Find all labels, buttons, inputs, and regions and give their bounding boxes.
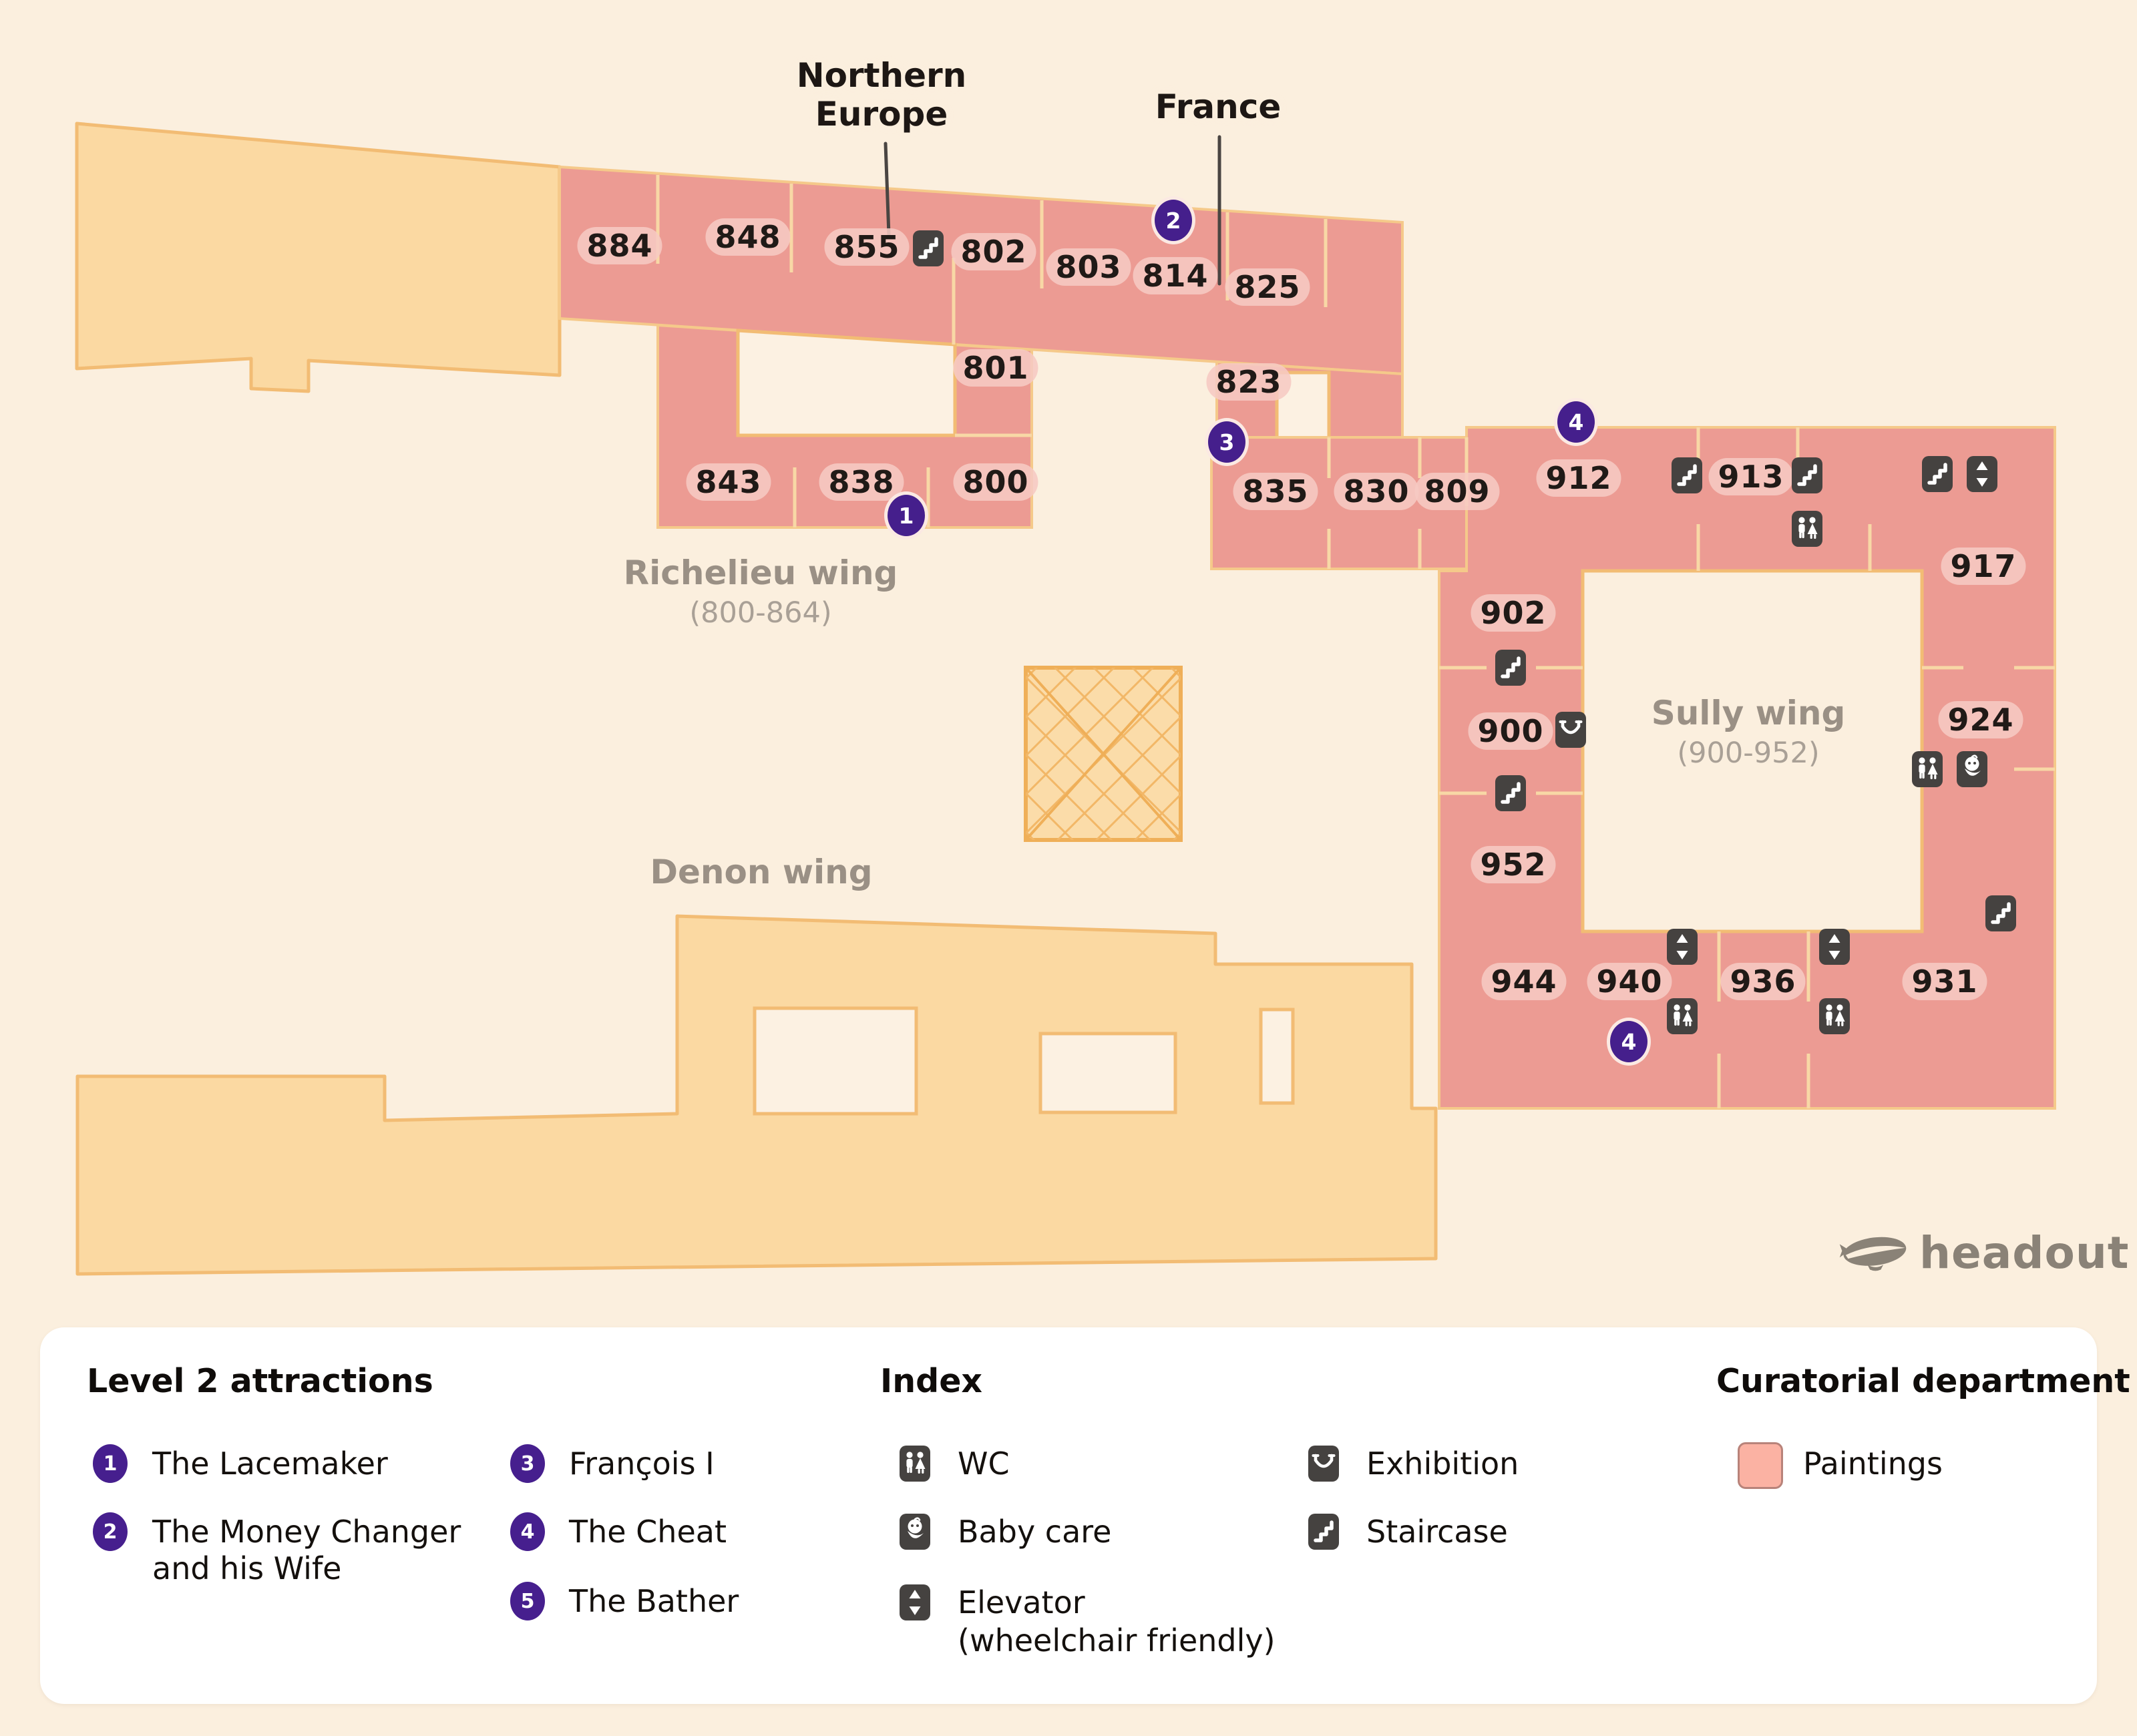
richelieu-wing-label: Richelieu wing (800-864) (624, 554, 898, 630)
elevator-icon (1967, 456, 1997, 492)
exhibition-icon (1308, 1446, 1339, 1482)
staircase-icon (1308, 1514, 1339, 1550)
room-913: 913 (1708, 458, 1794, 495)
room-912: 912 (1536, 459, 1621, 497)
staircase-icon (1792, 457, 1822, 493)
legend-attraction-label: The Cheat (569, 1514, 727, 1550)
elevator-sublabel: (wheelchair friendly) (958, 1622, 1276, 1659)
elevator-icon (1667, 929, 1698, 965)
room-800: 800 (953, 463, 1038, 501)
attraction-marker-4-bottom: 4 (1607, 1018, 1651, 1066)
wc-icon (1667, 998, 1698, 1034)
legend-attraction-label: François I (569, 1446, 715, 1482)
callout-line2: Europe (815, 95, 948, 134)
room-924: 924 (1938, 701, 2023, 738)
room-936: 936 (1720, 963, 1806, 1000)
elevator-label: Elevator (958, 1584, 1085, 1620)
elevator-icon (900, 1584, 930, 1620)
exhibition-icon (1555, 712, 1586, 748)
staircase-icon (1985, 895, 2016, 931)
legend-marker-5: 5 (510, 1582, 545, 1620)
legend-index-label: Staircase (1366, 1514, 1508, 1550)
legend-index-label: Baby care (958, 1514, 1112, 1550)
room-823: 823 (1206, 363, 1292, 401)
room-814: 814 (1133, 257, 1218, 294)
room-900: 900 (1468, 712, 1553, 750)
wc-icon (1792, 511, 1822, 547)
room-855: 855 (824, 228, 910, 266)
attraction-marker-4-top: 4 (1554, 398, 1598, 446)
headout-logo-text: headout (1919, 1227, 2130, 1279)
room-838: 838 (819, 463, 904, 501)
room-809: 809 (1414, 473, 1500, 510)
legend-marker-3: 3 (510, 1444, 545, 1483)
callout-line1: Northern (796, 56, 967, 95)
headout-blimp-icon (1831, 1231, 1910, 1276)
legend-index-label: WC (958, 1446, 1010, 1482)
richelieu-outer-gallery-shape (75, 122, 562, 393)
wc-icon (1819, 998, 1850, 1034)
staircase-icon (1495, 775, 1526, 811)
callout-france: France (1155, 87, 1282, 126)
legend-panel (40, 1327, 2097, 1704)
legend-index-label: Exhibition (1366, 1446, 1519, 1482)
room-884: 884 (577, 227, 662, 264)
sully-wing-label: Sully wing (900-952) (1652, 694, 1846, 770)
elevator-icon (1819, 929, 1850, 965)
room-940: 940 (1587, 963, 1672, 1000)
attraction-marker-3: 3 (1205, 418, 1249, 466)
richelieu-courtyard (736, 329, 957, 437)
room-801: 801 (953, 349, 1038, 387)
room-825: 825 (1225, 268, 1310, 306)
northern-europe-pointer-line (884, 142, 891, 237)
legend-marker-1: 1 (93, 1444, 128, 1483)
wing-name: Richelieu wing (623, 554, 898, 592)
legend-index-title: Index (880, 1362, 983, 1400)
staircase-icon (1922, 456, 1953, 492)
room-843: 843 (686, 463, 771, 501)
wc-icon (900, 1446, 930, 1482)
attraction-marker-1: 1 (884, 491, 928, 539)
paintings-color-swatch (1738, 1442, 1783, 1489)
room-803: 803 (1046, 248, 1131, 286)
wing-name: Sully wing (1651, 694, 1846, 732)
room-830: 830 (1334, 473, 1419, 510)
room-835: 835 (1233, 473, 1318, 510)
wc-icon (1912, 751, 1943, 787)
denon-wing-label: Denon wing (650, 853, 872, 891)
attraction-marker-2: 2 (1151, 196, 1195, 244)
legend-attraction-label: The Lacemaker (152, 1446, 388, 1482)
legend-marker-2: 2 (93, 1512, 128, 1551)
wing-range: (900-952) (1677, 736, 1820, 770)
cour-carree-hatched-square (1024, 666, 1183, 842)
legend-curatorial-label: Paintings (1803, 1446, 1943, 1482)
staircase-icon (1495, 650, 1526, 686)
baby-care-icon (1957, 751, 1987, 787)
legend-attraction-label: The Money Changer and his Wife (152, 1514, 461, 1586)
legend-index-label: Elevator (wheelchair friendly) (958, 1584, 1276, 1660)
staircase-icon (913, 230, 944, 266)
room-944: 944 (1481, 963, 1567, 1000)
room-952: 952 (1471, 846, 1556, 883)
headout-logo: headout (1831, 1227, 2129, 1279)
legend-attractions-title: Level 2 attractions (87, 1362, 433, 1400)
room-917: 917 (1941, 548, 2026, 585)
room-848: 848 (705, 218, 791, 256)
legend-attraction-label: The Bather (569, 1583, 739, 1619)
room-902: 902 (1471, 594, 1556, 632)
wing-range: (800-864) (689, 596, 832, 630)
wall-lines (656, 175, 2055, 1108)
legend-curatorial-title: Curatorial department (1716, 1362, 2130, 1400)
staircase-icon (1672, 457, 1702, 493)
room-802: 802 (951, 233, 1036, 270)
baby-care-icon (900, 1514, 930, 1550)
wing-name: Denon wing (650, 853, 873, 891)
callout-northern-europe: Northern Europe (797, 56, 967, 134)
room-931: 931 (1902, 963, 1987, 1000)
legend-marker-4: 4 (510, 1512, 545, 1551)
